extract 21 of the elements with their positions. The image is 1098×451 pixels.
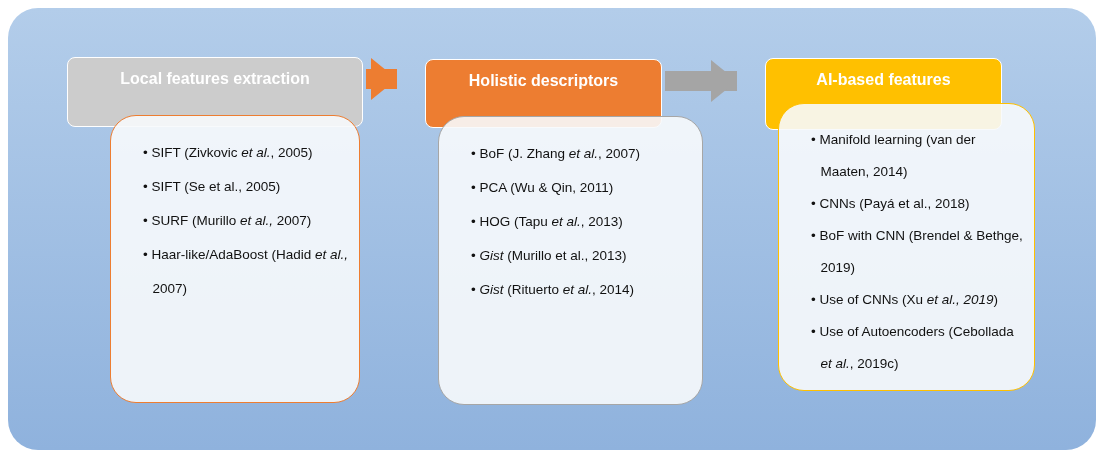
list-item: • Haar-like/AdaBoost (Hadid et al., 2007) xyxy=(143,246,349,298)
list-item: • Use of Autoencoders (Cebollada et al., 2019c) xyxy=(811,323,1015,373)
header-title: Holistic descriptors xyxy=(468,72,619,90)
list-item: • PCA (Wu & Qin, 2011) xyxy=(471,179,615,197)
list-item: • Gist (Rituerto et al., 2014) xyxy=(471,281,636,299)
list-card xyxy=(110,115,360,403)
list-item: • SURF (Murillo et al., 2007) xyxy=(143,212,313,230)
list-card xyxy=(778,103,1035,391)
list-item: • CNNs (Payá et al., 2018) xyxy=(811,195,971,213)
list-item: • SIFT (Zivkovic et al., 2005) xyxy=(143,144,314,162)
block-arrow xyxy=(366,58,397,100)
list-item: • BoF (J. Zhang et al., 2007) xyxy=(471,145,642,163)
block-arrow xyxy=(665,60,737,102)
list-item: • Manifold learning (van der Maaten, 2014) xyxy=(811,131,977,181)
list-item: • SIFT (Se et al., 2005) xyxy=(143,178,282,196)
list-item: • HOG (Tapu et al., 2013) xyxy=(471,213,624,231)
list-item: • Gist (Murillo et al., 2013) xyxy=(471,247,628,265)
header-title: AI-based features xyxy=(816,71,951,89)
list-card xyxy=(438,116,703,405)
list-item: • BoF with CNN (Brendel & Bethge, 2019) xyxy=(811,227,1024,277)
list-item: • Use of CNNs (Xu et al., 2019) xyxy=(811,291,1000,309)
